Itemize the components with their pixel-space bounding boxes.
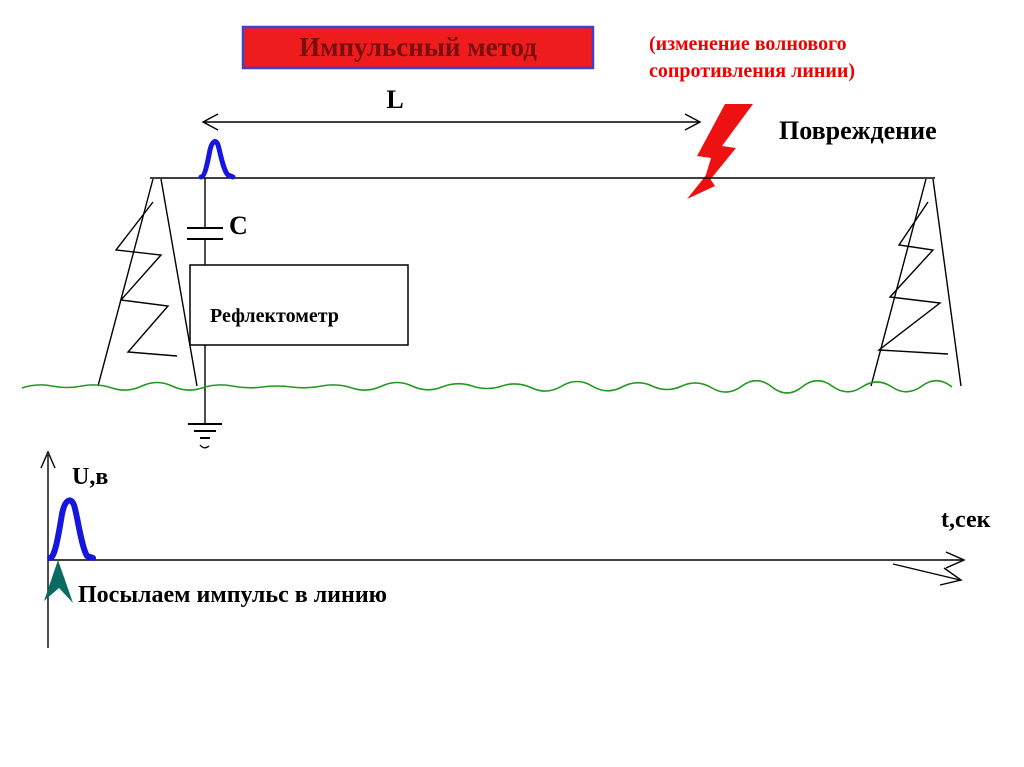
annotation-line1: (изменение волнового <box>649 33 847 55</box>
lightning-bolt-icon <box>687 104 753 199</box>
ground-line <box>21 379 953 394</box>
x-axis-label: t,сек <box>941 507 991 533</box>
slide-title: Импульсный метод <box>299 32 537 62</box>
title-box <box>241 25 595 70</box>
pulse-icon-graph <box>47 497 96 561</box>
left-tower <box>97 178 198 387</box>
y-axis <box>40 450 56 648</box>
length-arrow <box>201 113 702 131</box>
pulse-icon-top <box>198 139 236 180</box>
capacitor-symbol <box>187 178 223 265</box>
reflectometer-box <box>189 264 409 346</box>
teal-arrow-icon <box>44 560 73 603</box>
capacitor-label: С <box>229 211 248 240</box>
graph-caption: Посылаем импульс в линию <box>78 582 387 608</box>
reflectometer-label: Рефлектометр <box>210 305 339 327</box>
length-label: L <box>386 85 403 114</box>
ground-symbol <box>188 345 222 449</box>
damage-label: Повреждение <box>779 116 937 145</box>
annotation-line2: сопротивления линии) <box>649 60 855 82</box>
y-axis-label: U,в <box>72 464 108 490</box>
x-axis <box>48 551 966 586</box>
right-tower <box>870 178 962 387</box>
